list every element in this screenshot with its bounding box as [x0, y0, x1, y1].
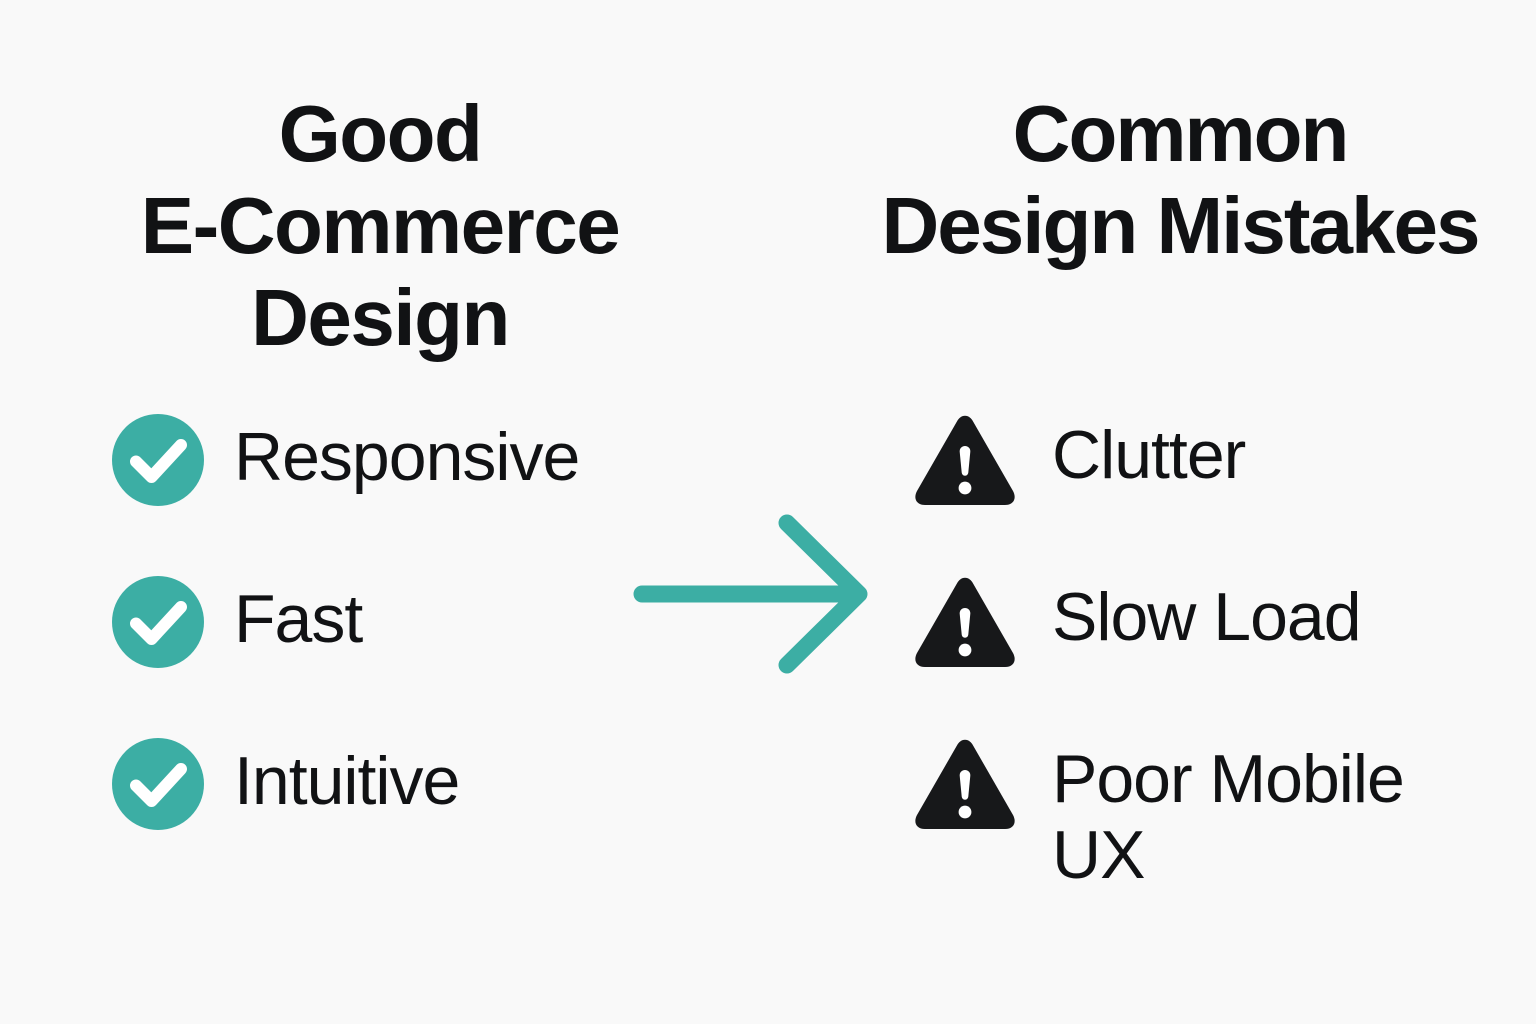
right-column-heading: Common Design Mistakes — [881, 89, 1481, 270]
list-item: Clutter — [880, 405, 1480, 567]
good-design-column: Good E-Commerce Design Responsive — [80, 0, 680, 1024]
left-column-heading: Good E-Commerce Design — [140, 89, 621, 362]
list-item-label: Clutter — [1052, 417, 1246, 493]
warning-triangle-icon — [910, 729, 1020, 839]
list-item: Poor Mobile UX — [880, 729, 1480, 893]
list-item-label: Fast — [234, 581, 363, 657]
list-item: Slow Load — [880, 567, 1480, 729]
warning-triangle-icon — [910, 405, 1020, 515]
arrow-right-icon — [630, 500, 880, 690]
list-item: Intuitive — [80, 729, 680, 891]
list-item-label: Intuitive — [234, 743, 460, 819]
list-item-label: Poor Mobile UX — [1052, 741, 1405, 893]
check-circle-icon — [112, 405, 204, 515]
common-mistakes-column: Common Design Mistakes Clutter — [880, 0, 1481, 1024]
common-mistakes-list: Clutter Slow Load — [880, 405, 1480, 893]
check-circle-icon — [112, 567, 204, 677]
list-item: Fast — [80, 567, 680, 729]
list-item-label: Slow Load — [1052, 579, 1362, 655]
list-item: Responsive — [80, 405, 680, 567]
warning-triangle-icon — [910, 567, 1020, 677]
list-item-label: Responsive — [234, 419, 580, 495]
good-design-list: Responsive Fast Intuit — [80, 405, 680, 891]
check-circle-icon — [112, 729, 204, 839]
